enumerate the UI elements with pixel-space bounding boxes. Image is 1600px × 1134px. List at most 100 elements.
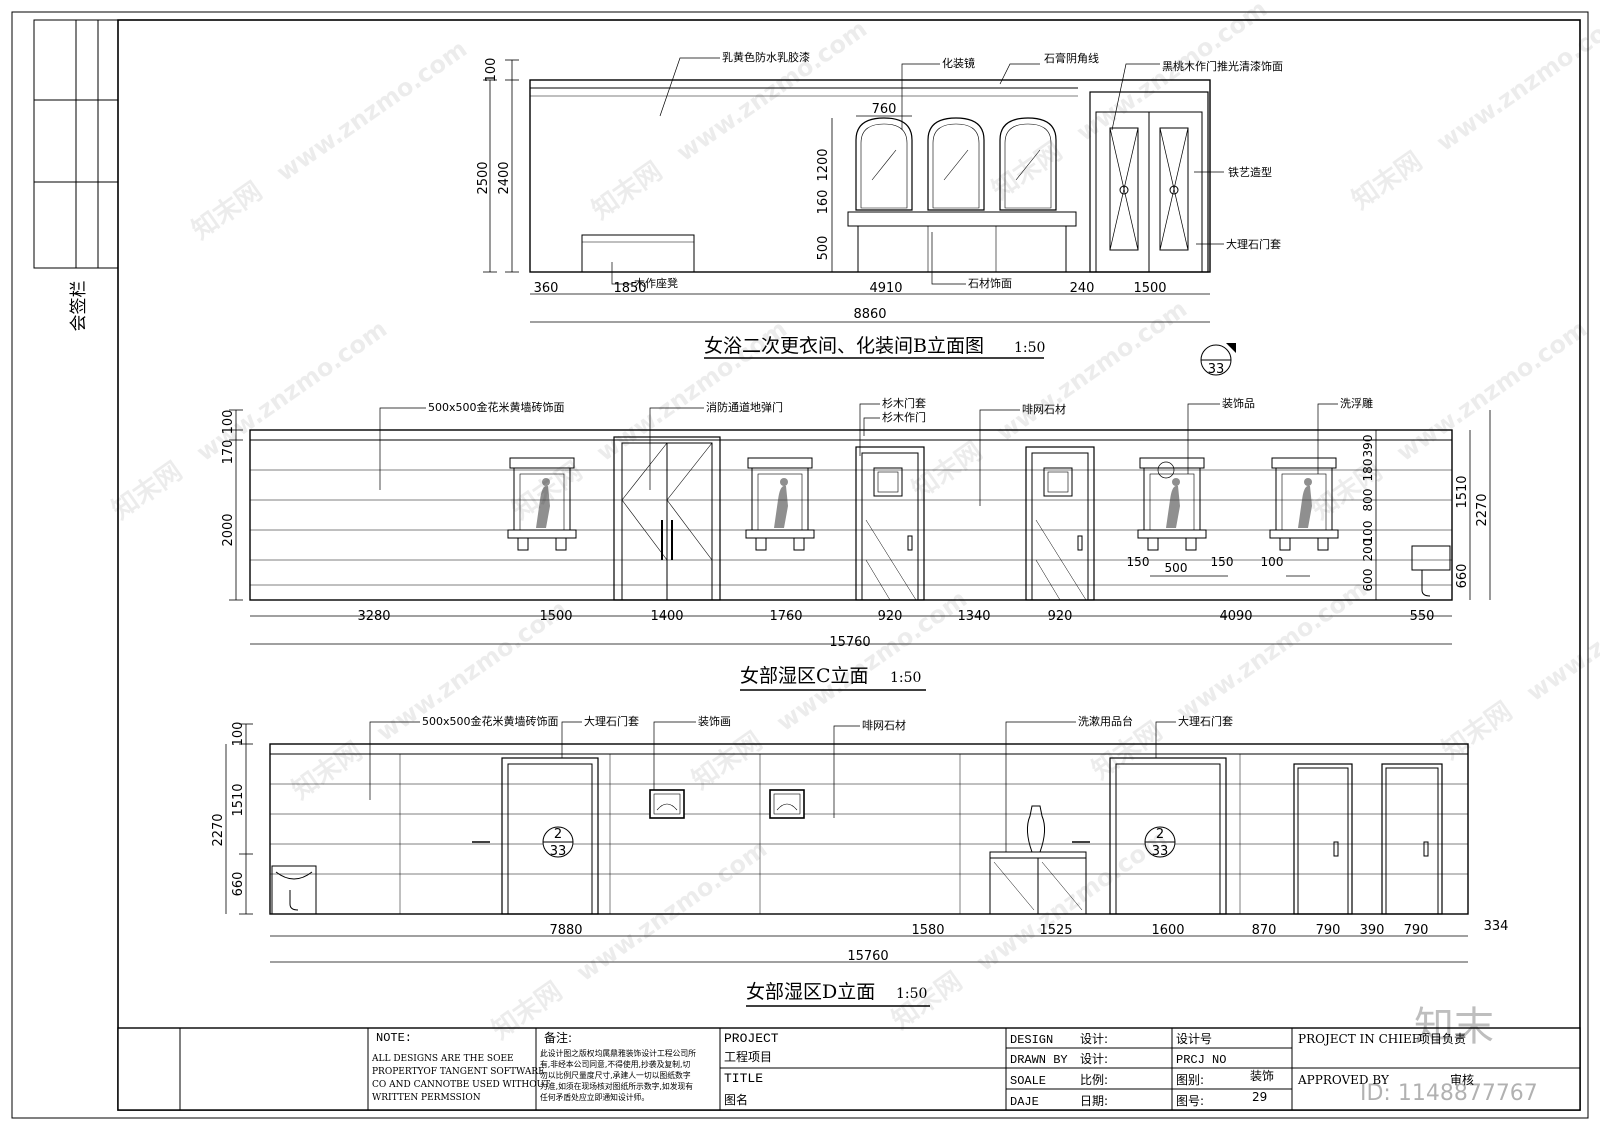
svg-text:备注:: 备注: — [544, 1030, 572, 1045]
svg-text:1400: 1400 — [650, 609, 683, 624]
svg-text:PRCJ NO: PRCJ NO — [1176, 1053, 1226, 1067]
relief-niche — [507, 457, 577, 551]
svg-text:200: 200 — [1361, 539, 1375, 562]
wood-door-2 — [1025, 446, 1095, 601]
svg-text:设计:: 设计: — [1080, 1052, 1108, 1066]
svg-text:洗漱用品台: 洗漱用品台 — [1078, 714, 1133, 728]
svg-text:PROPERTYOF TANGENT SOFTWARE: PROPERTYOF TANGENT SOFTWARE — [372, 1067, 545, 1077]
svg-text:2270: 2270 — [211, 813, 226, 846]
callout-b: 木作座凳 — [634, 276, 678, 290]
svg-text:600: 600 — [1361, 569, 1375, 592]
watermark-brand-repeat: 知末网 — [187, 176, 268, 245]
svg-text:920: 920 — [878, 609, 903, 624]
svg-text:审核: 审核 — [1450, 1072, 1474, 1087]
watermark-site: www.znzmo.com — [991, 295, 1192, 447]
svg-text:500: 500 — [1165, 561, 1188, 575]
svg-text:1580: 1580 — [911, 923, 944, 938]
svg-text:4090: 4090 — [1219, 609, 1252, 624]
decorative-pictures — [649, 789, 805, 819]
svg-text:洗浮雕: 洗浮雕 — [1340, 396, 1373, 410]
svg-text:比例:: 比例: — [1080, 1073, 1108, 1087]
svg-text:有,非经本公司同意,不得使用,抄袭及复制,切: 有,非经本公司同意,不得使用,抄袭及复制,切 — [540, 1059, 690, 1069]
svg-text:为准,如须在现场核对图纸所示数字,如发现有: 为准,如须在现场核对图纸所示数字,如发现有 — [540, 1081, 693, 1091]
svg-text:180: 180 — [1361, 459, 1375, 482]
svg-text:150: 150 — [1211, 555, 1234, 569]
svg-text:2400: 2400 — [497, 161, 512, 194]
svg-text:DESIGN: DESIGN — [1010, 1033, 1053, 1047]
watermark-site: www.znzmo.com — [1391, 315, 1592, 467]
watermark-site: www.znzmo.com — [1431, 5, 1600, 157]
outer-border — [11, 11, 1589, 1119]
svg-text:NOTE:: NOTE: — [376, 1031, 412, 1045]
svg-text:15760: 15760 — [829, 635, 870, 650]
svg-text:29: 29 — [1252, 1090, 1267, 1104]
svg-text:大理石门套: 大理石门套 — [1178, 714, 1233, 728]
svg-text:1200: 1200 — [816, 148, 831, 181]
svg-text:390: 390 — [1361, 435, 1375, 458]
svg-text:390: 390 — [1360, 923, 1385, 938]
svg-text:SOALE: SOALE — [1010, 1074, 1046, 1088]
watermark-brand-repeat: 知末网 — [687, 726, 768, 795]
svg-text:ALL DESIGNS ARE THE SOEE: ALL DESIGNS ARE THE SOEE — [371, 1054, 514, 1064]
svg-text:660: 660 — [231, 872, 246, 897]
svg-text:100: 100 — [1361, 521, 1375, 544]
svg-text:1340: 1340 — [957, 609, 990, 624]
svg-text:PROJECT IN CHIEF: PROJECT IN CHIEF — [1298, 1032, 1420, 1046]
svg-text:杉木门套: 杉木门套 — [882, 396, 926, 410]
mirrors — [855, 117, 1057, 211]
svg-text:2: 2 — [1156, 827, 1164, 842]
section-sheet-b: 33 — [1208, 362, 1225, 377]
svg-text:3280: 3280 — [357, 609, 390, 624]
svg-text:任何矛盾处应立即通知设计师。: 任何矛盾处应立即通知设计师。 — [540, 1092, 649, 1102]
callout-b: 石膏阴角线 — [1044, 51, 1099, 65]
relief-niches — [507, 457, 1339, 551]
svg-text:TITLE: TITLE — [724, 1071, 763, 1086]
watermark-brand-repeat: 知末网 — [587, 156, 668, 225]
svg-text:100: 100 — [231, 722, 246, 747]
marble-door-1: 2 33 — [472, 757, 599, 915]
watermark-site: www.znzmo.com — [1171, 575, 1372, 727]
toiletry-cabinet — [989, 805, 1087, 915]
callout-b: 铁艺造型 — [1228, 165, 1272, 179]
svg-text:800: 800 — [1361, 489, 1375, 512]
svg-text:790: 790 — [1316, 923, 1341, 938]
watermark-brand-repeat: 知末网 — [287, 736, 368, 805]
marble-door-2: 2 33 — [1072, 757, 1227, 915]
svg-text:334: 334 — [1484, 919, 1509, 934]
title-d: 女部湿区D立面 — [746, 981, 875, 1003]
watermark-id: ID: 1148877767 — [1360, 1081, 1538, 1106]
svg-text:500x500金花米黄墙砖饰面: 500x500金花米黄墙砖饰面 — [428, 400, 565, 414]
svg-text:1510: 1510 — [1455, 475, 1470, 508]
svg-text:图名: 图名 — [724, 1092, 748, 1107]
svg-text:4910: 4910 — [869, 281, 902, 296]
stall-doors — [1293, 763, 1443, 915]
svg-text:2500: 2500 — [476, 161, 491, 194]
svg-text:啡网石材: 啡网石材 — [862, 718, 906, 732]
signoff-label: 会签栏 — [69, 281, 89, 332]
svg-text:DRAWN BY: DRAWN BY — [1010, 1053, 1068, 1067]
svg-text:8860: 8860 — [853, 307, 886, 322]
svg-text:33: 33 — [550, 844, 567, 859]
title-c: 女部湿区C立面 — [740, 665, 869, 687]
svg-text:此设计图之版权均属鼎雅装饰设计工程公司所: 此设计图之版权均属鼎雅装饰设计工程公司所 — [540, 1048, 696, 1058]
svg-text:装饰画: 装饰画 — [698, 714, 731, 728]
svg-text:150: 150 — [1127, 555, 1150, 569]
svg-text:啡网石材: 啡网石材 — [1022, 402, 1066, 416]
svg-text:装饰品: 装饰品 — [1222, 396, 1255, 410]
svg-text:1510: 1510 — [231, 783, 246, 816]
elevation-b: 100 2500 2400 760 1200 160 500 360 1850 … — [476, 50, 1283, 377]
scale-b: 1:50 — [1014, 340, 1045, 356]
svg-text:工程项目: 工程项目 — [724, 1049, 772, 1064]
scale-d: 1:50 — [896, 986, 927, 1002]
svg-text:7880: 7880 — [549, 923, 582, 938]
svg-text:100: 100 — [221, 410, 236, 435]
svg-text:1500: 1500 — [539, 609, 572, 624]
svg-text:2: 2 — [554, 827, 562, 842]
svg-text:550: 550 — [1410, 609, 1435, 624]
svg-text:杉木作门: 杉木作门 — [882, 410, 926, 424]
title-b: 女浴二次更衣间、化装间B立面图 — [704, 335, 984, 357]
relief-niche — [745, 457, 815, 551]
svg-text:设计:: 设计: — [1080, 1032, 1108, 1046]
watermark-site: www.znzmo.com — [771, 585, 972, 737]
